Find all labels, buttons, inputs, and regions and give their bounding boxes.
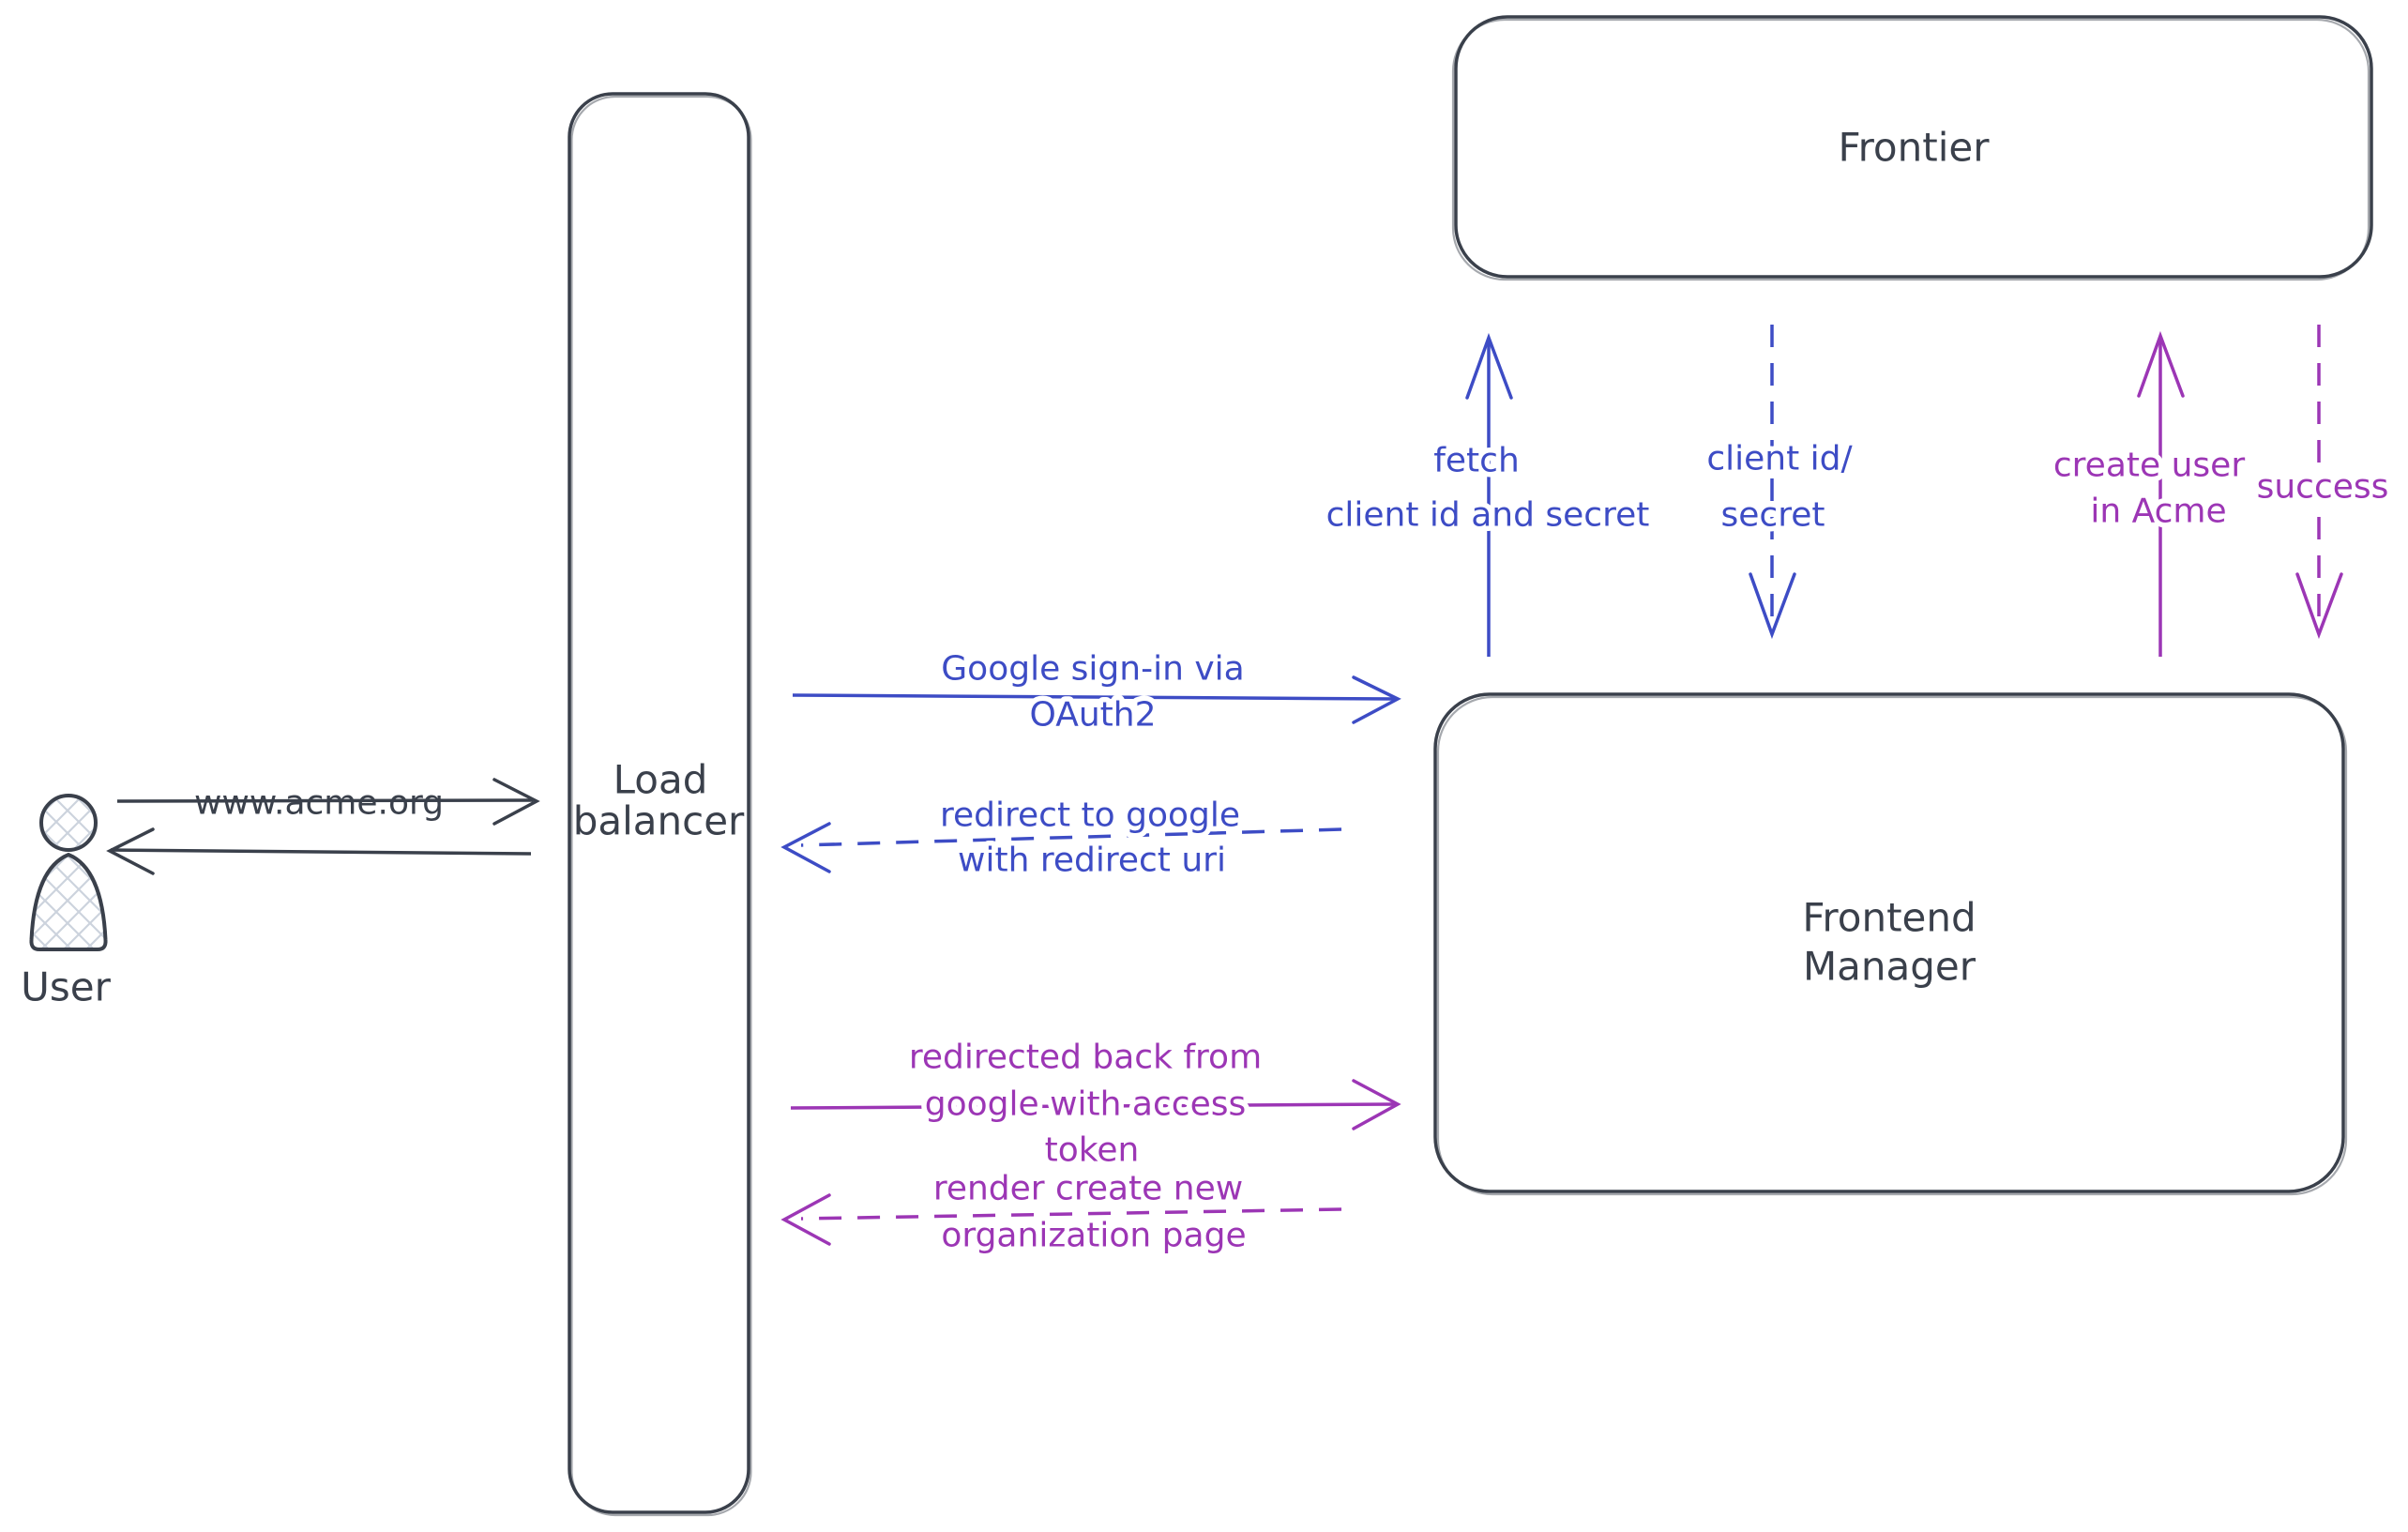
arrow-create-user-label-line1: create user [2053, 447, 2245, 485]
frontier-outline [1454, 15, 2373, 279]
arrow-render-org-label-line1: render create new [933, 1170, 1243, 1208]
arrow-success-head [2295, 572, 2343, 640]
user-head [39, 794, 98, 852]
arrow-client-id-secret-head [1749, 572, 1796, 640]
arrow-acme-response [106, 827, 532, 875]
arrow-fetch-secret: fetch client id and secret [1321, 332, 1655, 657]
arrow-google-signin-label-line2: OAuth2 [1030, 696, 1157, 735]
frontier-label: Frontier [1838, 125, 1990, 171]
arrow-redirected-back-label-line1: redirected back from [909, 1039, 1262, 1077]
arrow-redirect-google-head [780, 822, 831, 873]
frontier-box: Frontier [1451, 15, 2373, 281]
load-balancer-label-line2: balancer [573, 798, 745, 844]
user-actor: User [21, 794, 112, 1010]
frontend-manager-label-line1: Frontend [1802, 895, 1976, 941]
arrow-acme-request-line [116, 798, 534, 803]
arrow-google-signin-line [792, 693, 1396, 701]
arrow-redirect-google-label-line1: redirect to google [940, 796, 1240, 835]
frontend-manager-box: Frontend Manager [1433, 692, 2348, 1196]
user-label: User [21, 964, 111, 1010]
load-balancer-outline-sketch [570, 95, 752, 1517]
arrow-render-org-line [800, 1207, 1342, 1221]
arrow-fetch-secret-label-line2: client id and secret [1326, 496, 1650, 535]
arrow-google-signin-head [1352, 675, 1401, 724]
frontend-manager-label-line2: Manager [1803, 944, 1976, 990]
arrow-render-org-label-line2: organization page [941, 1217, 1246, 1255]
arrow-success-label: success [2257, 468, 2389, 507]
arrow-client-id-secret-label-line1: client id/ [1706, 440, 1853, 478]
arrow-acme-response-line [110, 848, 532, 856]
load-balancer-outline [568, 92, 750, 1514]
arrow-client-id-secret-label-line2: secret [1721, 496, 1825, 535]
load-balancer-box: Load balancer [568, 92, 752, 1517]
frontend-manager-outline-sketch [1436, 695, 2348, 1196]
arrow-create-user: create user in Acme [2048, 330, 2250, 657]
load-balancer-label-line1: Load [613, 757, 708, 803]
arrow-redirected-back-line [790, 1102, 1396, 1110]
arrow-redirect-google-line [800, 827, 1342, 847]
arrow-render-org-head [780, 1193, 831, 1246]
arrow-success: success [2251, 325, 2394, 640]
arrow-redirected-back-label-line3: token [1045, 1131, 1140, 1170]
arrow-create-user-label-line2: in Acme [2090, 493, 2226, 531]
arrow-redirect-google-label-line2: with redirect uri [958, 842, 1226, 880]
user-body [29, 853, 108, 951]
arrow-acme-request: www.acme.org [116, 778, 540, 826]
arrow-acme-request-label: www.acme.org [194, 784, 444, 823]
arrow-redirected-back: redirected back from google with access … [790, 1033, 1401, 1175]
arrow-redirect-google: redirect to google with redirect uri [780, 791, 1342, 885]
frontend-manager-outline [1433, 692, 2345, 1193]
arrow-redirected-back-label-line2: google with access [925, 1085, 1246, 1124]
arrow-acme-response-head [106, 827, 155, 875]
arrow-fetch-secret-label-line1: fetch [1433, 442, 1520, 480]
arrow-redirected-back-head [1352, 1079, 1401, 1130]
arrow-google-signin: Google sign-in via OAuth2 [792, 645, 1401, 739]
arrow-create-user-head [2137, 330, 2185, 398]
arrow-acme-request-head [492, 778, 540, 826]
frontier-outline-sketch [1451, 18, 2370, 281]
arrow-client-id-secret: client id/ secret [1702, 325, 1858, 640]
arrow-render-org: render create new organization page [780, 1164, 1342, 1260]
arrow-google-signin-label-line1: Google sign-in via [941, 650, 1244, 689]
arrow-fetch-secret-head [1465, 332, 1513, 400]
